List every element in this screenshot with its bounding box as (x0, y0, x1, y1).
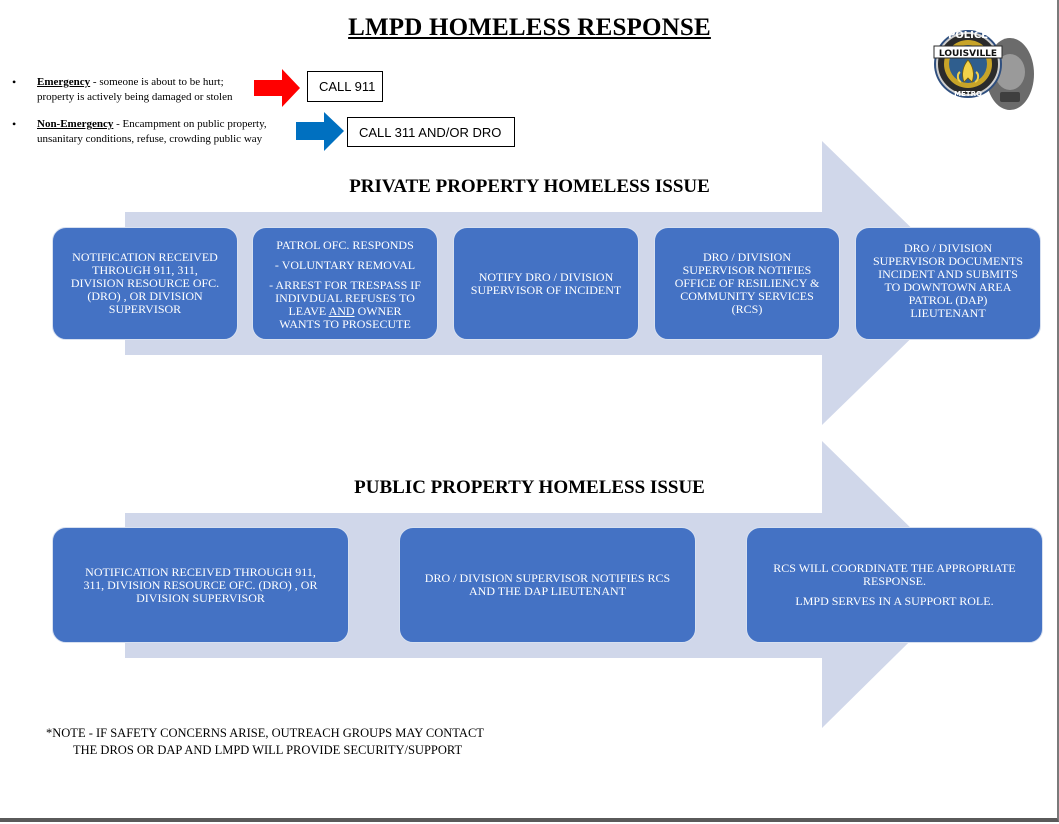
non-emergency-desc-2: unsanitary conditions, refuse, crowding … (37, 133, 263, 145)
step-text: LIEUTENANT (910, 306, 986, 320)
private-step-1: NOTIFICATION RECEIVED THROUGH 911, 311, … (52, 227, 238, 340)
step-text: SUPERVISOR OF INCIDENT (470, 282, 622, 297)
private-step-3: NOTIFY DRO / DIVISION SUPERVISOR OF INCI… (453, 227, 639, 340)
step-text: WANTS TO PROSECUTE (279, 317, 411, 331)
non-emergency-arrow-icon (296, 112, 344, 151)
public-step-2: DRO / DIVISION SUPERVISOR NOTIFIES RCS A… (399, 527, 696, 643)
private-section-title: PRIVATE PROPERTY HOMELESS ISSUE (349, 176, 710, 197)
private-step-5: DRO / DIVISION SUPERVISOR DOCUMENTS INCI… (855, 227, 1041, 340)
step-text: NOTIFICATION RECEIVED (72, 250, 218, 264)
step-text: COMMUNITY SERVICES (680, 289, 814, 303)
page-title: LMPD HOMELESS RESPONSE (348, 14, 711, 41)
note-line-2: THE DROS OR DAP AND LMPD WILL PROVIDE SE… (73, 743, 463, 757)
public-section-title: PUBLIC PROPERTY HOMELESS ISSUE (354, 477, 705, 498)
private-step-2: PATROL OFC. RESPONDS - VOLUNTARY REMOVAL… (252, 227, 438, 340)
footer-note: *NOTE - IF SAFETY CONCERNS ARISE, OUTREA… (46, 725, 484, 759)
public-step-1: NOTIFICATION RECEIVED THROUGH 911, 311, … (52, 527, 349, 643)
step-text: NOTIFY DRO / DIVISION (478, 269, 614, 284)
step-text: (DRO) , OR DIVISION (87, 289, 203, 303)
step-text: 311, DIVISION RESOURCE OFC. (DRO) , OR (83, 577, 318, 592)
step-text: PATROL (DAP) (908, 293, 988, 307)
step-text: DIVISION RESOURCE OFC. (70, 276, 220, 290)
step-text: RCS WILL COORDINATE THE APPROPRIATE (773, 561, 1016, 575)
emergency-term: Emergency (37, 76, 91, 88)
step-text: DRO / DIVISION (904, 241, 992, 255)
step-text: AND THE DAP LIEUTENANT (469, 584, 626, 598)
lmpd-badge-logo: POLICE LOUISVILLE METRO (933, 30, 1034, 110)
step-text-and: AND (328, 304, 355, 318)
step-text: DRO / DIVISION SUPERVISOR NOTIFIES RCS (424, 571, 671, 585)
call-911-box: CALL 911 (307, 71, 383, 102)
private-step-4: DRO / DIVISION SUPERVISOR NOTIFIES OFFIC… (654, 227, 840, 340)
non-emergency-desc-1: - Encampment on public property, (113, 118, 267, 130)
bullet: • (12, 117, 17, 131)
emergency-arrow-icon (254, 69, 300, 107)
step-text: DRO / DIVISION (703, 250, 791, 264)
step-text: SUPERVISOR (108, 302, 182, 316)
step-text: SUPERVISOR DOCUMENTS (872, 254, 1024, 268)
public-step-3: RCS WILL COORDINATE THE APPROPRIATE RESP… (746, 527, 1043, 643)
step-text: INDIVDUAL REFUSES TO (275, 291, 415, 305)
badge-louisville-text: LOUISVILLE (939, 49, 997, 59)
step-text: TO DOWNTOWN AREA (884, 280, 1012, 294)
step-text: RESPONSE. (862, 574, 927, 588)
call-311-box: CALL 311 AND/OR DRO (347, 117, 515, 147)
bullet: • (12, 75, 17, 89)
step-text: LEAVE (288, 304, 329, 318)
emergency-desc-2: property is actively being damaged or st… (37, 91, 233, 103)
emergency-desc-1: - someone is about to be hurt; (90, 76, 224, 88)
step-text: DIVISION SUPERVISOR (136, 590, 265, 605)
note-line-1: *NOTE - IF SAFETY CONCERNS ARISE, OUTREA… (46, 726, 484, 740)
emergency-legend: Emergency - someone is about to be hurt;… (37, 75, 233, 105)
step-text: (RCS) (731, 302, 763, 316)
non-emergency-term: Non-Emergency (37, 118, 114, 130)
step-text: THROUGH 911, 311, (92, 263, 198, 277)
step-text: - ARREST FOR TRESPASS IF (269, 278, 421, 292)
step-text: OWNER (354, 304, 402, 318)
non-emergency-legend: Non-Emergency - Encampment on public pro… (37, 117, 267, 147)
step-text: PATROL OFC. RESPONDS (276, 238, 414, 252)
step-text: SUPERVISOR NOTIFIES (682, 263, 812, 277)
step-text: LMPD SERVES IN A SUPPORT ROLE. (795, 594, 994, 608)
step-text: OFFICE OF RESILIENCY & (674, 276, 820, 290)
step-text: LEAVE AND OWNER (288, 305, 401, 318)
step-text: - VOLUNTARY REMOVAL (274, 258, 416, 272)
step-text: NOTIFICATION RECEIVED THROUGH 911, (85, 564, 316, 579)
badge-police-text: POLICE (948, 30, 988, 41)
step-text: INCIDENT AND SUBMITS (878, 267, 1018, 281)
badge-metro-text: METRO (954, 90, 982, 98)
